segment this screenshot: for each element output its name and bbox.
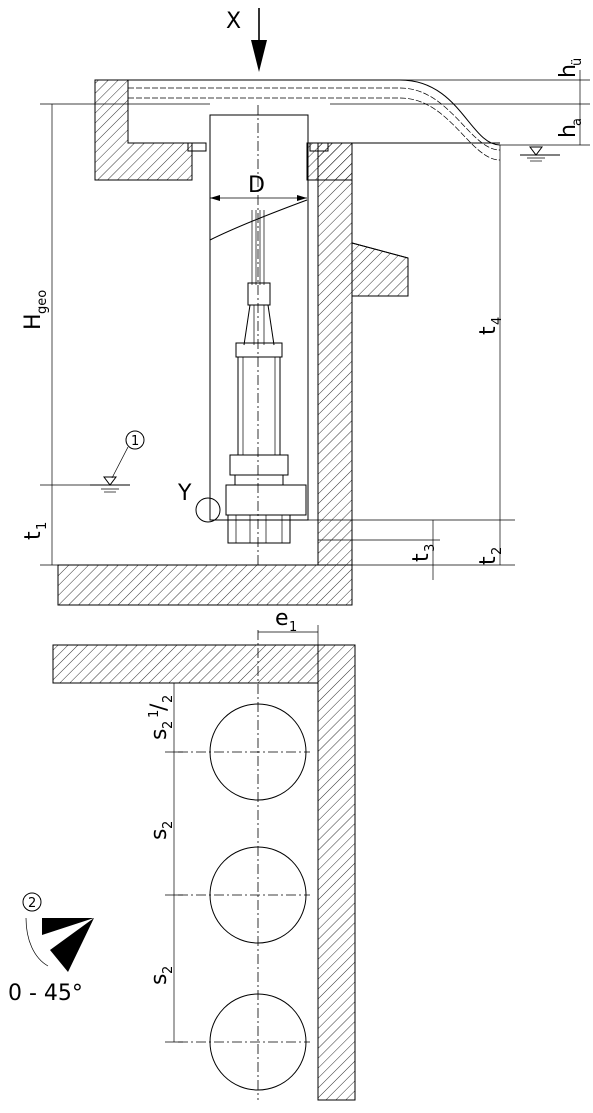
svg-text:a: a	[570, 118, 585, 126]
svg-text:geo: geo	[35, 290, 50, 314]
label-e1: e 1	[275, 606, 297, 635]
angle-range-label: 0 - 45°	[8, 981, 83, 1006]
label-t4: t 4	[476, 317, 505, 335]
svg-text:2: 2	[161, 695, 176, 703]
label-t2: t 2	[476, 547, 505, 565]
callout-2-number: 2	[28, 896, 36, 911]
svg-text:2: 2	[161, 721, 176, 729]
label-h-a: h a	[556, 118, 585, 138]
label-y: Y	[177, 481, 192, 506]
plan-dimension-lines	[165, 625, 319, 1043]
svg-text:t: t	[476, 326, 501, 335]
callout-1-number: 1	[131, 434, 139, 449]
svg-text:1: 1	[35, 522, 50, 530]
label-x: X	[226, 9, 241, 34]
svg-text:h: h	[556, 124, 581, 138]
dimension-lines	[40, 70, 590, 580]
svg-text:t: t	[21, 531, 46, 540]
svg-text:t: t	[476, 556, 501, 565]
callout-2-angle	[22, 892, 94, 972]
svg-text:ü: ü	[570, 58, 585, 66]
svg-text:2: 2	[490, 547, 505, 555]
pump-footprints	[178, 630, 310, 1100]
svg-text:s: s	[147, 974, 172, 985]
label-h-geo: H geo	[21, 290, 50, 330]
callout-1	[111, 430, 145, 479]
svg-text:e: e	[275, 606, 289, 631]
label-d: D	[248, 173, 265, 198]
label-s2-a: s 2	[147, 821, 176, 840]
label-t1: t 1	[21, 522, 50, 540]
upper-structure-hatching	[57, 79, 409, 606]
svg-text:s: s	[147, 729, 172, 740]
svg-text:2: 2	[161, 821, 176, 829]
svg-text:3: 3	[423, 544, 438, 552]
detail-y-circle	[195, 497, 221, 523]
svg-text:s: s	[147, 829, 172, 840]
label-t3: t 3	[409, 544, 438, 562]
pump-shaft-tube	[187, 114, 329, 521]
svg-text:t: t	[409, 553, 434, 562]
label-h-u: h ü	[556, 58, 585, 78]
svg-text:/: /	[147, 703, 172, 711]
svg-text:1: 1	[289, 620, 297, 635]
svg-text:1: 1	[147, 710, 162, 718]
label-s2-b: s 2	[147, 966, 176, 985]
inlet-channel	[95, 79, 501, 161]
plan-view-walls	[52, 644, 356, 1101]
pump-unit	[225, 210, 307, 544]
svg-text:h: h	[556, 64, 581, 78]
svg-text:2: 2	[161, 966, 176, 974]
view-x-arrow	[251, 8, 267, 72]
svg-text:4: 4	[490, 317, 505, 325]
svg-text:H: H	[21, 313, 46, 330]
water-level-symbols	[90, 146, 560, 493]
label-s2-half: s 2 1 / 2	[147, 695, 176, 740]
